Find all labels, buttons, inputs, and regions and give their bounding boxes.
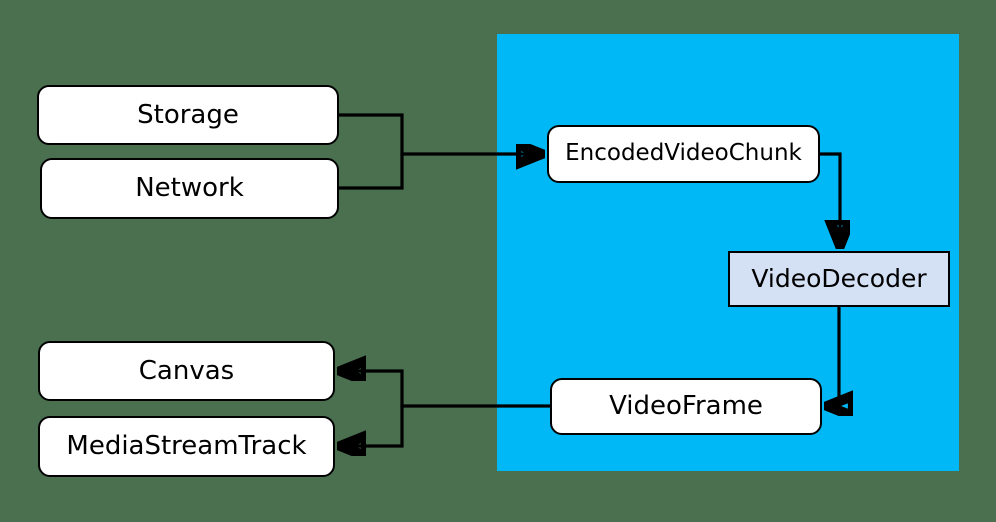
node-media-stream-track[interactable]: MediaStreamTrack [38,416,335,477]
edge-network-to-chunk [339,154,404,190]
node-label-media-stream-track: MediaStreamTrack [66,431,307,462]
node-video-frame[interactable]: VideoFrame [550,378,822,435]
node-storage[interactable]: Storage [37,85,339,145]
edge-frame-to-media-stream-track [342,406,404,446]
node-encoded-video-chunk[interactable]: EncodedVideoChunk [547,125,820,183]
node-label-encoded-video-chunk: EncodedVideoChunk [565,140,802,167]
node-network[interactable]: Network [40,158,339,219]
node-label-canvas: Canvas [138,355,235,386]
node-label-network: Network [135,173,244,204]
node-video-decoder[interactable]: VideoDecoder [728,251,950,307]
node-label-video-frame: VideoFrame [609,391,763,422]
node-label-storage: Storage [137,99,239,130]
node-canvas[interactable]: Canvas [38,341,335,401]
node-label-video-decoder: VideoDecoder [751,264,927,294]
